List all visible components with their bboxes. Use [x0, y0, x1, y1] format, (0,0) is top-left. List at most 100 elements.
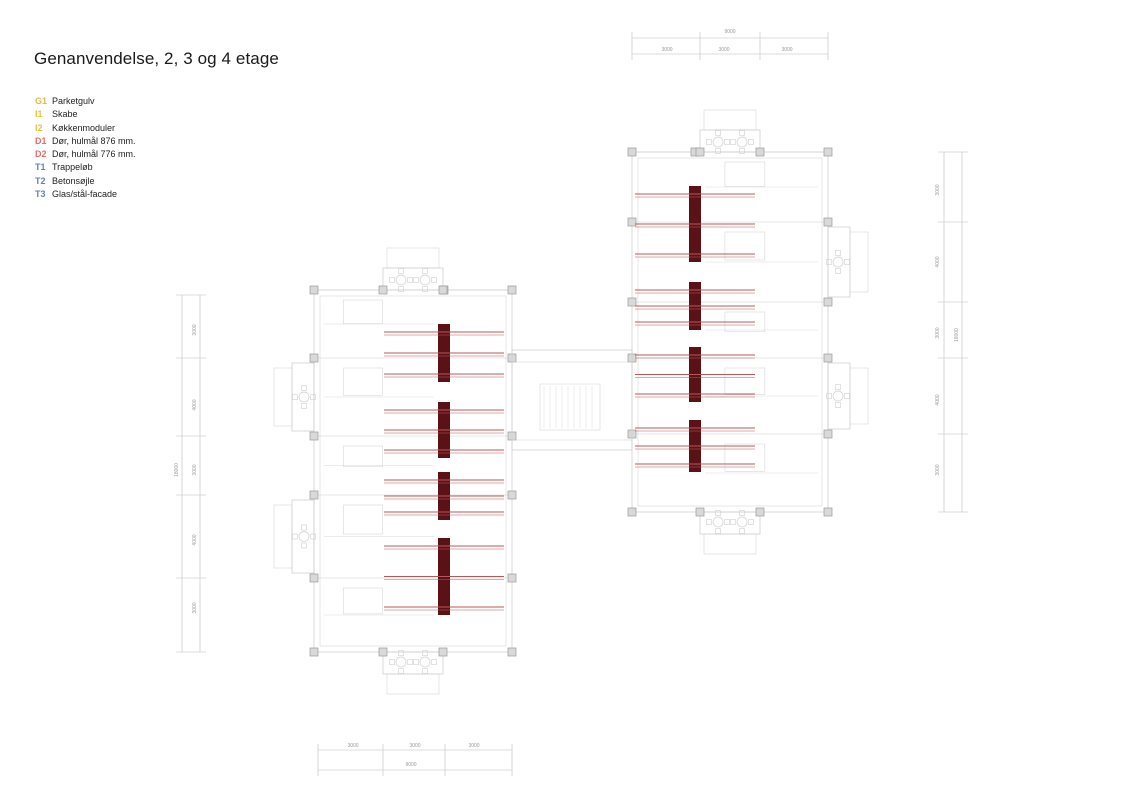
chair-symbol: [389, 277, 395, 283]
table-symbol: [712, 136, 724, 148]
bed-symbol: [724, 161, 766, 187]
concrete-column: [755, 147, 765, 157]
legend-code: D2: [35, 149, 47, 160]
chair-symbol: [422, 286, 428, 292]
chair-symbol: [826, 393, 832, 399]
bed-symbol: [724, 443, 766, 472]
table-symbol: [298, 391, 310, 403]
concrete-column: [438, 647, 448, 657]
chair-symbol: [730, 519, 736, 525]
dim-bottom-seg-1: 3000: [347, 743, 358, 749]
chair-symbol: [748, 519, 754, 525]
dim-top-total: 9000: [724, 29, 735, 35]
dim-right-seg-3: 3000: [935, 327, 941, 338]
dim-bottom-total: 9000: [405, 762, 416, 768]
balcony: [849, 367, 869, 425]
concrete-column: [695, 147, 705, 157]
chair-symbol: [389, 659, 395, 665]
concrete-column: [378, 285, 388, 295]
legend-label: Betonsøjle: [52, 175, 95, 186]
dim-right-seg-2: 4000: [935, 256, 941, 267]
concrete-column: [755, 507, 765, 517]
bay-projection: [382, 651, 444, 675]
balcony: [703, 109, 757, 131]
bed-symbol: [343, 367, 383, 396]
table-symbol: [712, 516, 724, 528]
chair-symbol: [431, 659, 437, 665]
concrete-column: [627, 147, 637, 157]
dim-left-seg-4: 4000: [192, 534, 198, 545]
bed-symbol: [343, 504, 383, 535]
chair-symbol: [835, 384, 841, 390]
facade-inner-line: [319, 295, 507, 647]
chair-symbol: [301, 524, 307, 531]
concrete-column: [378, 647, 388, 657]
bay-projection: [699, 129, 761, 153]
concrete-column: [695, 507, 705, 517]
balcony: [273, 504, 293, 569]
plan-linework: [273, 109, 869, 695]
concrete-column: [438, 285, 448, 295]
chair-symbol: [835, 250, 841, 256]
dim-left-seg-5: 3000: [192, 602, 198, 613]
chair-symbol: [739, 510, 745, 516]
chair-symbol: [301, 385, 307, 391]
chair-symbol: [413, 659, 419, 665]
table-symbol: [832, 256, 844, 268]
chair-symbol: [398, 286, 404, 292]
bay-projection: [382, 267, 444, 291]
concrete-column: [507, 490, 517, 500]
chair-symbol: [431, 277, 437, 283]
chair-symbol: [706, 139, 712, 145]
concrete-column: [823, 217, 833, 227]
bay-projection: [699, 511, 761, 535]
concrete-column: [823, 353, 833, 363]
dim-left-seg-3: 3000: [192, 464, 198, 475]
legend-code: T3: [35, 189, 46, 200]
concrete-column: [309, 431, 319, 441]
table-symbol: [419, 274, 431, 286]
balcony: [703, 533, 757, 555]
chair-symbol: [407, 659, 413, 665]
dim-top-seg-2: 3000: [718, 47, 729, 53]
concrete-column: [627, 217, 637, 227]
legend-label: Dør, hulmål 776 mm.: [52, 149, 136, 160]
chair-symbol: [715, 148, 721, 154]
balcony: [849, 231, 869, 293]
dim-left-seg-2: 4000: [192, 399, 198, 410]
concrete-column: [823, 297, 833, 307]
chair-symbol: [398, 268, 404, 274]
legend-label: Dør, hulmål 876 mm.: [52, 135, 136, 146]
chair-symbol: [724, 139, 730, 145]
chair-symbol: [715, 130, 721, 136]
dim-left-seg-1: 3000: [192, 324, 198, 335]
chair-symbol: [844, 259, 850, 265]
chair-symbol: [310, 533, 316, 540]
page-title: Genanvendelse, 2, 3 og 4 etage: [34, 49, 279, 68]
table-symbol: [832, 390, 844, 402]
bed-symbol: [343, 445, 383, 467]
bed-symbol: [343, 299, 383, 325]
concrete-column: [309, 647, 319, 657]
bed-symbol: [724, 231, 766, 261]
dim-right-seg-1: 3000: [935, 184, 941, 195]
chair-symbol: [835, 402, 841, 408]
concrete-column: [507, 573, 517, 583]
legend-label: Trappeløb: [52, 162, 93, 173]
dim-right-seg-4: 4000: [935, 394, 941, 405]
concrete-column: [309, 353, 319, 363]
concrete-column: [823, 147, 833, 157]
chair-symbol: [739, 130, 745, 136]
chair-symbol: [292, 394, 298, 400]
table-symbol: [298, 531, 310, 542]
facade-inner-line: [637, 157, 823, 507]
concrete-column: [309, 285, 319, 295]
chair-symbol: [835, 268, 841, 274]
